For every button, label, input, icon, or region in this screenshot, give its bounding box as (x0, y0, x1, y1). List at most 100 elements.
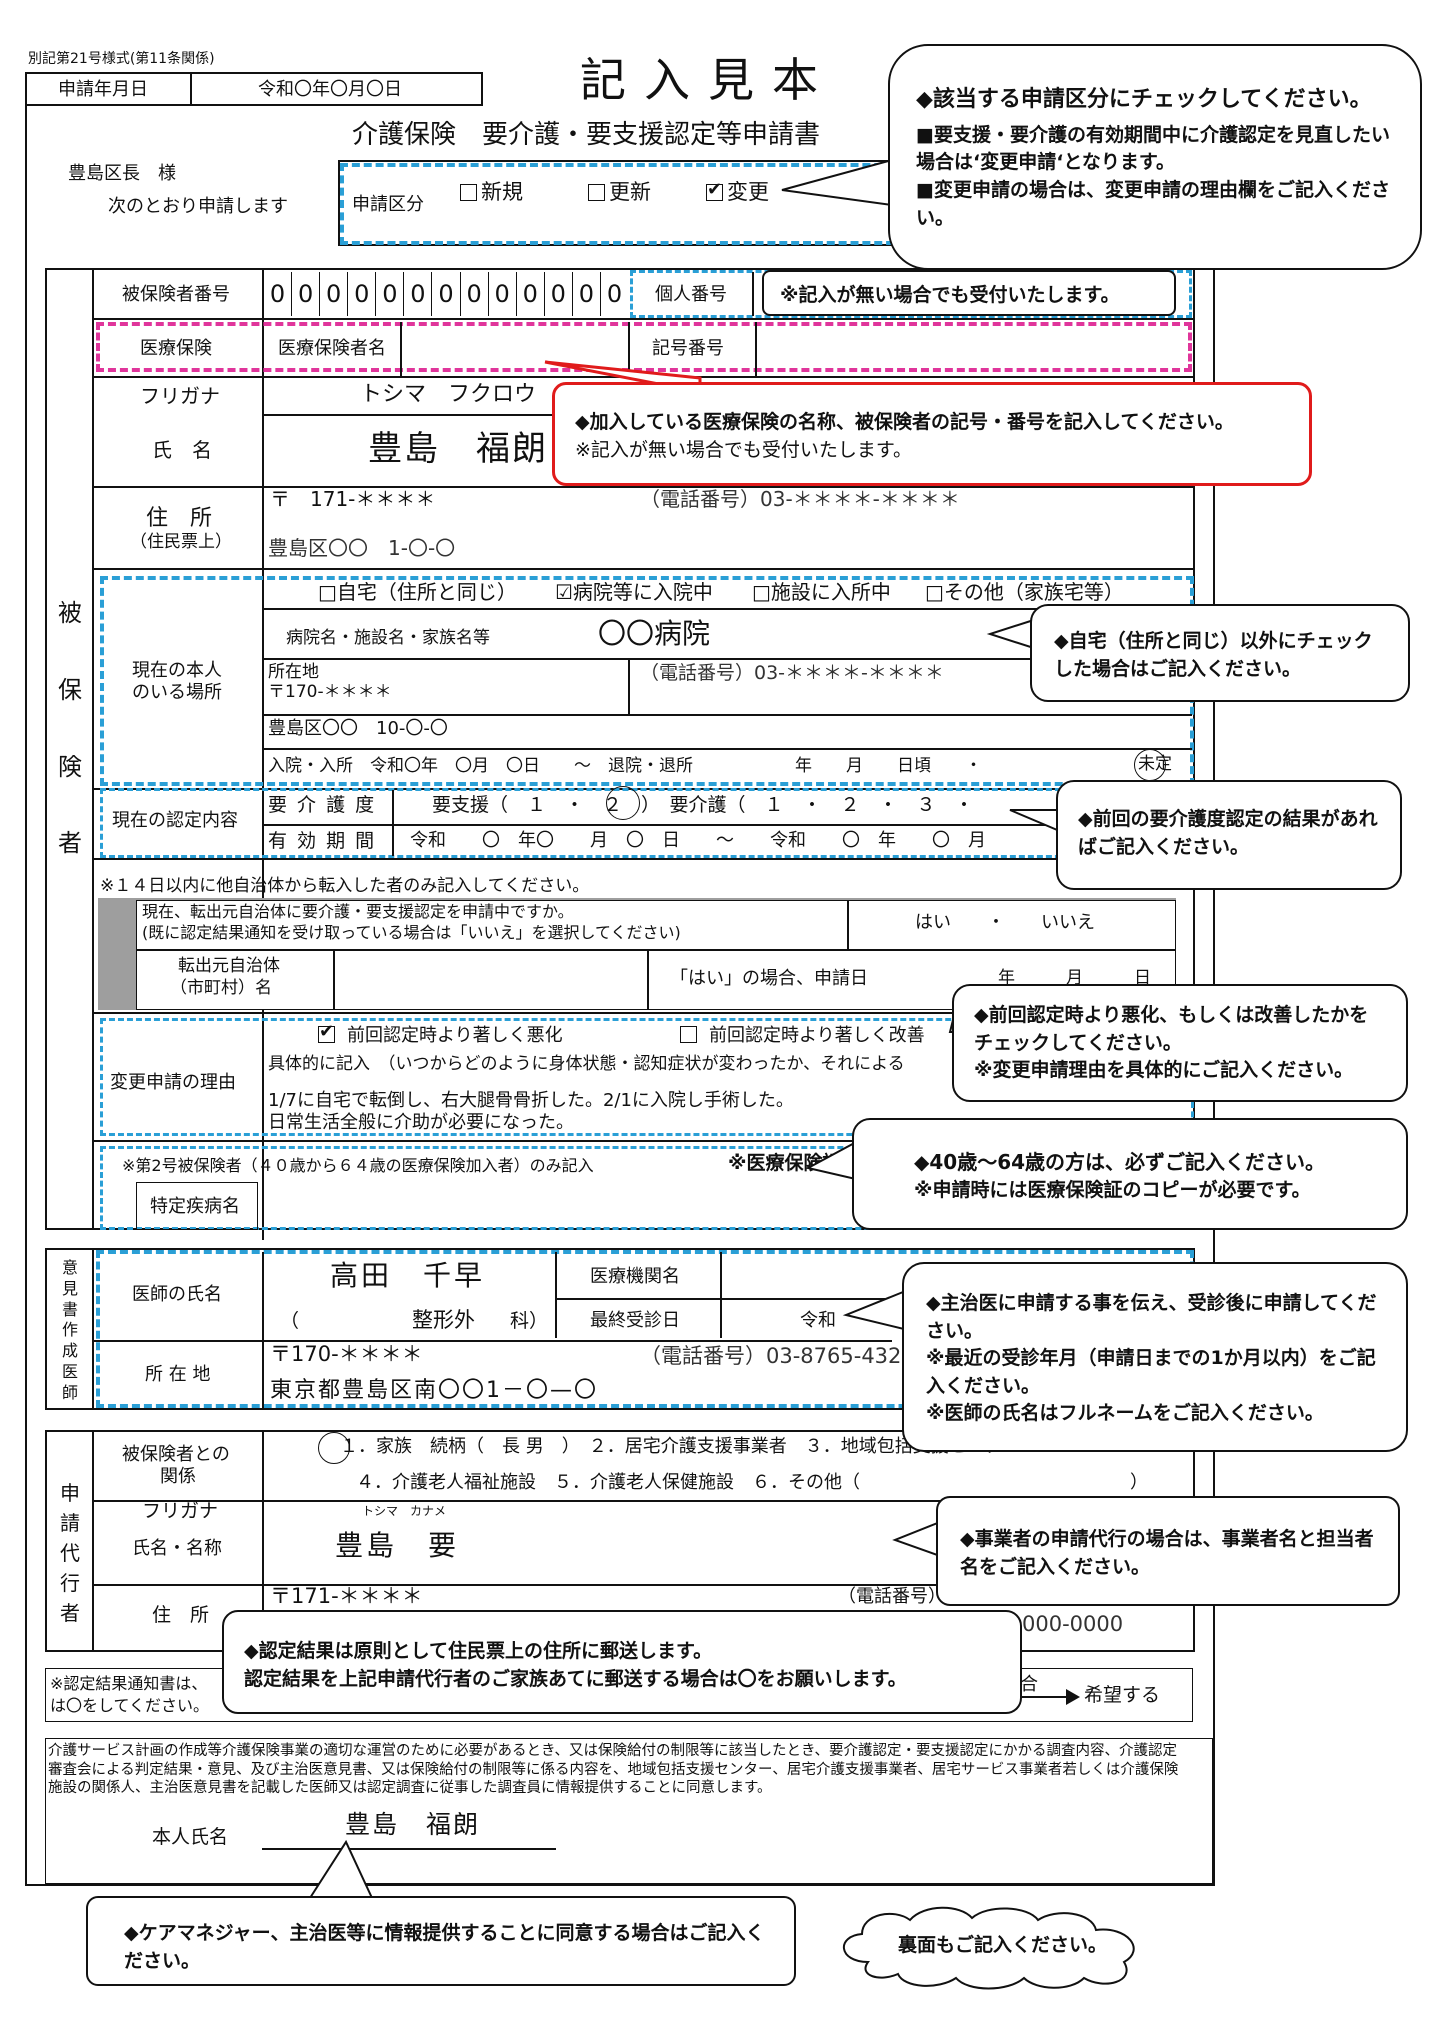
callout-line: ◆主治医に申請する事を伝え、受診後に申請してください。 (926, 1292, 1377, 1342)
admission-dates[interactable]: 入院・入所 令和〇年 〇月 〇日 〜 退院・退所 年 月 日頃 ・ (268, 756, 982, 776)
agent-postal[interactable]: 〒171-＊＊＊＊ (270, 1584, 423, 1608)
checkbox-better[interactable] (680, 1026, 697, 1043)
origin-value-cell[interactable] (334, 950, 648, 1010)
checkbox-renew[interactable] (588, 184, 605, 201)
doctor-dept-value[interactable]: 整形外 (412, 1308, 475, 1332)
callout-line: ◆加入している医療保険の名称、被保険者の記号・番号を記入してください。 (575, 411, 1234, 433)
apply-date-value[interactable]: 令和〇年〇月〇日 (258, 79, 402, 100)
callout-line: ◆40歳～64歳の方は、必ずご記入ください。 (914, 1150, 1326, 1174)
location-option-home[interactable]: □自宅（住所と同じ） (318, 580, 517, 604)
symbol-number-label: 記号番号 (652, 338, 724, 359)
agent-name-value[interactable]: 豊島 要 (335, 1529, 460, 1562)
last-visit-value[interactable]: 令和 (800, 1310, 836, 1331)
location-address[interactable]: 豊島区〇〇 10-〇-〇 (268, 718, 448, 739)
agent-name-label: 氏名・名称 (132, 1538, 222, 1559)
callout-specific-disease: ◆40歳～64歳の方は、必ずご記入ください。 ※申請時には医療保険証のコピーが必… (852, 1118, 1408, 1230)
divider (92, 268, 94, 1230)
divider (628, 658, 630, 714)
checkbox-worse[interactable]: ✔ (318, 1021, 335, 1043)
doctor-phone[interactable]: （電話番号）03-8765-432 (640, 1344, 902, 1368)
specific-disease-label-cell (136, 1182, 258, 1230)
divider (262, 1430, 264, 1652)
location-option-hospital[interactable]: ☑病院等に入院中 (555, 580, 713, 604)
callout-consent: ◆ケアマネジャー、主治医等に情報提供することに同意する場合はご記入ください。 (86, 1896, 796, 1986)
facility-value[interactable]: 〇〇病院 (598, 617, 711, 650)
agent-furigana-label: フリガナ (142, 1500, 219, 1522)
reason-detail-1[interactable]: 1/7に自宅で転倒し、右大腿骨骨折した。2/1に入院し手術した。 (268, 1090, 794, 1111)
validity-row[interactable]: 令和 〇 年〇 月 〇 日 〜 令和 〇 年 〇 月 (410, 830, 986, 851)
certification-label: 現在の認定内容 (112, 810, 238, 831)
location-postal[interactable]: 〒170-＊＊＊＊ (268, 682, 392, 702)
row-line (92, 376, 1195, 378)
relation-row-2[interactable]: ４．介護老人福祉施設 ５．介護老人保健施設 ６．その他（ ） (356, 1472, 1148, 1493)
callout-agent: ◆事業者の申請代行の場合は、事業者名と担当者名をご記入ください。 (936, 1496, 1400, 1606)
location-phone[interactable]: （電話番号）03-＊＊＊＊-＊＊＊＊ (640, 662, 944, 684)
app-type-renew[interactable]: 更新 (588, 182, 651, 203)
row-line (92, 858, 1195, 860)
callout-back-side: 裏面もご記入ください。 (898, 1934, 1108, 1956)
app-type-new[interactable]: 新規 (460, 182, 523, 203)
row-line (92, 1140, 1195, 1142)
divider (190, 72, 192, 106)
location-option-facility[interactable]: □施設に入所中 (752, 580, 891, 604)
furigana-label: フリガナ (140, 384, 220, 408)
digit: 0 (432, 272, 461, 316)
doctor-dept-open: （ (280, 1310, 300, 1332)
checkbox-new[interactable] (460, 184, 477, 201)
name-value[interactable]: 豊島 福朗 (368, 429, 548, 469)
callout-personal-number: ※記入が無い場合でも受付いたします。 (762, 270, 1176, 316)
reason-worse-option[interactable]: ✔前回認定時より著しく悪化 (318, 1021, 563, 1046)
agent-phone-tail[interactable]: 000-0000 (1022, 1612, 1124, 1636)
reason-detail-2[interactable]: 日常生活全般に介助が必要になった。 (268, 1112, 574, 1133)
transfer-yes-no[interactable]: はい ・ いいえ (915, 912, 1095, 933)
reason-better-option[interactable]: 前回認定時より著しく改善 (680, 1026, 925, 1045)
digit: 0 (573, 272, 601, 316)
doctor-postal[interactable]: 〒170-＊＊＊＊ (270, 1342, 423, 1366)
specific-disease-label: 特定疾病名 (150, 1196, 240, 1217)
mailing-wish[interactable]: 希望する (1084, 1684, 1161, 1706)
divider (400, 322, 402, 376)
relation-row-1[interactable]: １．家族 続柄（ 長 男 ） ２．居宅介護支援事業者 ３．地域包括支援センタ (340, 1436, 1003, 1457)
insured-number-label: 被保険者番号 (122, 284, 230, 305)
location-label-1: 現在の本人 (132, 660, 222, 681)
divider (555, 1252, 557, 1338)
transfer-answer-cell (848, 900, 1176, 950)
origin-label-1: 転出元自治体 (178, 956, 280, 976)
doctor-address-value[interactable]: 東京都豊島区南〇〇1－〇—〇 (270, 1378, 598, 1403)
furigana-value[interactable]: トシマ フクロウ (360, 382, 537, 407)
transfer-question-1: 現在、転出元自治体に要介護・要支援認定を申請中ですか。 (142, 902, 574, 921)
origin-date-label: 「はい」の場合、申請日 (670, 968, 868, 989)
row-line (262, 714, 1192, 716)
origin-label-cell (136, 950, 334, 1010)
cloud-shape (843, 1906, 1135, 1990)
row-line (262, 824, 1062, 826)
digit: 0 (517, 272, 545, 316)
row-line (262, 608, 1192, 610)
apply-date-box (25, 72, 483, 106)
row-line (262, 658, 1062, 660)
signature-line (262, 1848, 556, 1850)
address-value[interactable]: 豊島区〇〇 1-〇-〇 (268, 536, 456, 560)
row-line (92, 1012, 1195, 1014)
intro-text: 次のとおり申請します (108, 196, 288, 217)
location-option-other[interactable]: □その他（家族宅等） (925, 580, 1124, 604)
care-level-label: 要 介 護 度 (268, 794, 377, 816)
doctor-name-value[interactable]: 高田 千早 (330, 1259, 486, 1292)
callout-mailing: ◆認定結果は原則として住民票上の住所に郵送します。 認定結果を上記申請代行者のご… (222, 1610, 1022, 1714)
app-type-highlight (340, 163, 906, 245)
signature-value[interactable]: 豊島 福朗 (345, 1810, 481, 1839)
signature-label: 本人氏名 (152, 1826, 229, 1848)
mailing-note-1: ※認定結果通知書は、 (50, 1674, 208, 1693)
agent-furigana-value[interactable]: トシマ カナメ (362, 1504, 447, 1518)
validity-label: 有 効 期 間 (268, 830, 377, 852)
insured-number-digits[interactable]: 0 0 0 0 0 0 0 0 0 0 0 0 0 (264, 272, 628, 316)
address-postal[interactable]: 〒 171-＊＊＊＊ (270, 487, 436, 511)
undecided-option[interactable]: 未定 (1134, 749, 1172, 781)
row-line (92, 1340, 892, 1342)
origin-date-blank[interactable]: 年 月 日 (998, 968, 1151, 988)
address-phone[interactable]: （電話番号）03-＊＊＊＊-＊＊＊＊ (640, 487, 960, 511)
callout-line: ◆前回認定時より悪化、もしくは改善したかをチェックしてください。 (974, 1004, 1369, 1054)
app-type-change[interactable]: ✔変更 (706, 179, 769, 204)
checkbox-change[interactable]: ✔ (706, 179, 723, 201)
care-level-row[interactable]: 要支援（ １ ・ ２ ） 要介護（ １ ・ ２ ・ ３ ・ (432, 794, 974, 816)
